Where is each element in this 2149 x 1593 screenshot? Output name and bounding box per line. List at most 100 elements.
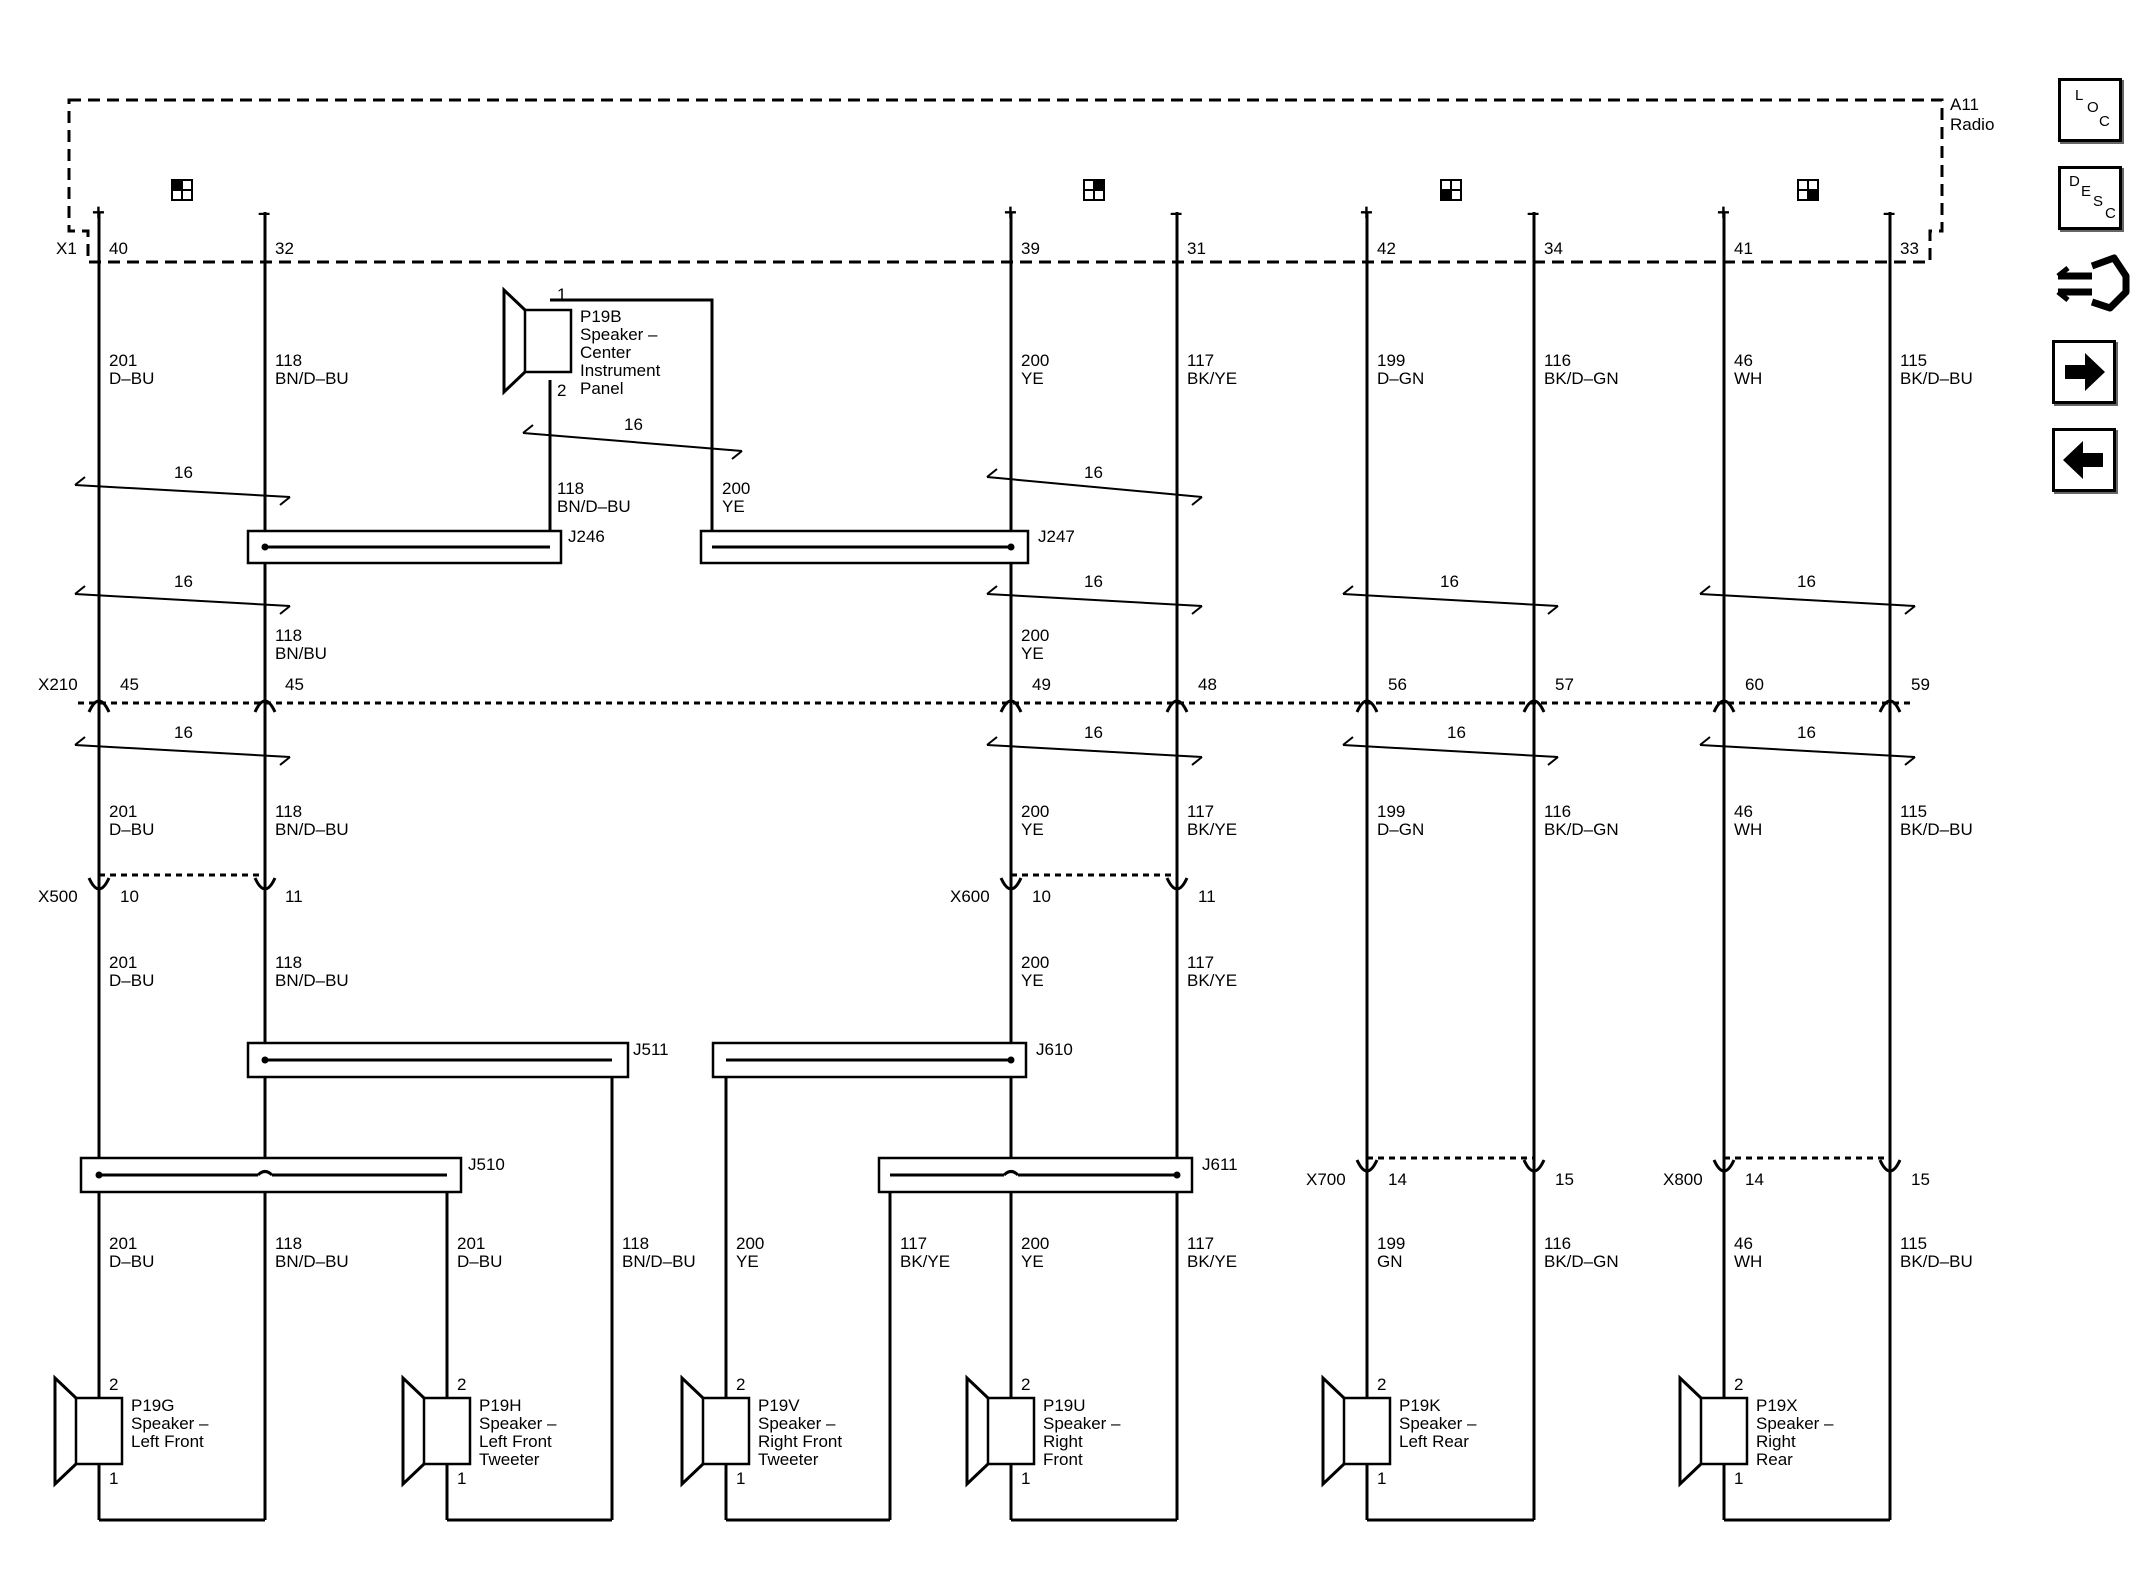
pin-label: 15 [1555, 1170, 1574, 1189]
wire-color: BK/D–GN [1544, 369, 1619, 388]
module-name: Radio [1950, 115, 1994, 134]
radio-module-box: A11 Radio X1 [56, 95, 1994, 264]
wire-color: YE [1021, 1252, 1044, 1271]
pin-label: 39 [1021, 239, 1040, 258]
wire-color: YE [722, 497, 745, 516]
splice-label: J247 [1038, 527, 1075, 546]
location-button[interactable]: L O C [2058, 78, 2122, 142]
pin-label: 10 [120, 887, 139, 906]
circuit-number: 200 [1021, 1234, 1049, 1253]
circuit-number: 115 [1900, 351, 1927, 370]
circuit-number: 117 [900, 1234, 927, 1253]
desc-letter: C [2105, 205, 2116, 222]
gauge-label: 16 [174, 463, 193, 482]
wire-color: GN [1377, 1252, 1403, 1271]
circuit-number: 117 [1187, 953, 1214, 972]
speaker-desc: Right [1756, 1432, 1796, 1451]
speaker-id: P19V [758, 1396, 800, 1415]
speaker-id: P19X [1756, 1396, 1798, 1415]
pin-label: 2 [1734, 1375, 1743, 1394]
splice-label: J246 [568, 527, 605, 546]
wire-color: D–BU [457, 1252, 502, 1271]
pin-label: 11 [285, 887, 303, 906]
pin-label: 31 [1187, 239, 1206, 258]
speaker-desc: Front [1043, 1450, 1083, 1469]
splice-label: J611 [1202, 1155, 1238, 1174]
pin-label: 1 [1734, 1469, 1743, 1488]
pin-label: 49 [1032, 675, 1051, 694]
circuit-number: 46 [1734, 802, 1753, 821]
pin-label: 40 [109, 239, 128, 258]
speaker-desc: Right [1043, 1432, 1083, 1451]
connector-plug-icon[interactable] [2052, 246, 2130, 322]
pin-label: 1 [557, 285, 566, 304]
gauge-label: 16 [1797, 723, 1816, 742]
speaker-desc: Tweeter [479, 1450, 540, 1469]
circuit-number: 115 [1900, 802, 1927, 821]
speaker-p19g: 2 1 P19G Speaker – Left Front [53, 1374, 209, 1488]
gauge-label: 16 [624, 415, 643, 434]
circuit-number: 201 [109, 1234, 137, 1253]
wire-color: YE [1021, 971, 1044, 990]
circuit-number: 200 [1021, 626, 1049, 645]
speaker-p19b: 1 2 P19B Speaker – Center Instrument Pan… [502, 285, 661, 400]
speaker-id: P19H [479, 1396, 522, 1415]
wire-color: BK/D–BU [1900, 369, 1973, 388]
forward-button[interactable] [2052, 340, 2116, 404]
gauge-markers: 16 16 16 16 16 16 16 16 16 16 16 [74, 415, 1916, 766]
x1-connector-label: X1 [56, 239, 77, 258]
speaker-desc: Rear [1756, 1450, 1793, 1469]
circuit-number: 118 [622, 1234, 649, 1253]
wire-color: D–GN [1377, 369, 1424, 388]
pin-label: 56 [1388, 675, 1407, 694]
x1-pins: 40 32 39 31 42 34 41 33 [109, 239, 1919, 258]
description-button[interactable]: D E S C [2058, 166, 2122, 230]
pin-label: 11 [1198, 887, 1216, 906]
wire-color: BN/BU [275, 644, 327, 663]
pin-label: 1 [109, 1469, 118, 1488]
speaker-desc: Panel [580, 379, 623, 398]
pin-label: 10 [1032, 887, 1051, 906]
speaker-desc: Speaker – [580, 325, 658, 344]
loc-letter: C [2099, 113, 2110, 130]
wire-color: BK/YE [1187, 1252, 1237, 1271]
pin-label: 48 [1198, 675, 1217, 694]
speaker-id: P19K [1399, 1396, 1441, 1415]
speaker-desc: Speaker – [1756, 1414, 1834, 1433]
wire-color: D–BU [109, 369, 154, 388]
wire-color: YE [1021, 820, 1044, 839]
gauge-label: 16 [1084, 723, 1103, 742]
circuit-labels: 201 D–BU 118 BN/D–BU 200 YE 117 BK/YE 19… [109, 351, 1973, 1271]
connector-label: X700 [1306, 1170, 1346, 1189]
circuit-number: 116 [1544, 351, 1571, 370]
gauge-label: 16 [174, 723, 193, 742]
pin-label: 15 [1911, 1170, 1930, 1189]
wire-color: BN/D–BU [622, 1252, 696, 1271]
wires [97, 212, 1892, 1522]
pin-label: 1 [736, 1469, 745, 1488]
circuit-number: 201 [109, 802, 137, 821]
wire-color: D–BU [109, 971, 154, 990]
loc-letter: L [2075, 87, 2084, 104]
connector-label: X210 [38, 675, 78, 694]
gauge-label: 16 [1440, 572, 1459, 591]
connector-label: X600 [950, 887, 990, 906]
circuit-number: 200 [722, 479, 750, 498]
back-button[interactable] [2052, 428, 2116, 492]
pin-label: 1 [457, 1469, 466, 1488]
pin-label: 2 [1377, 1375, 1386, 1394]
pin-label: 2 [557, 381, 566, 400]
circuit-number: 200 [1021, 953, 1049, 972]
wire-color: YE [736, 1252, 759, 1271]
speaker-p19k: 2 1 P19K Speaker – Left Rear [1321, 1374, 1477, 1488]
circuit-number: 116 [1544, 802, 1571, 821]
inline-connectors: X210 45 45 49 48 56 57 60 59 X500 10 11 … [38, 675, 1930, 1189]
gauge-label: 16 [1447, 723, 1466, 742]
desc-letter: S [2093, 193, 2104, 210]
x210-terminals [87, 699, 1902, 713]
speaker-p19v: 2 1 P19V Speaker – Right Front Tweeter [680, 1374, 842, 1488]
pin-label: 60 [1745, 675, 1764, 694]
pin-label: 1 [1021, 1469, 1030, 1488]
wire-color: YE [1021, 369, 1044, 388]
